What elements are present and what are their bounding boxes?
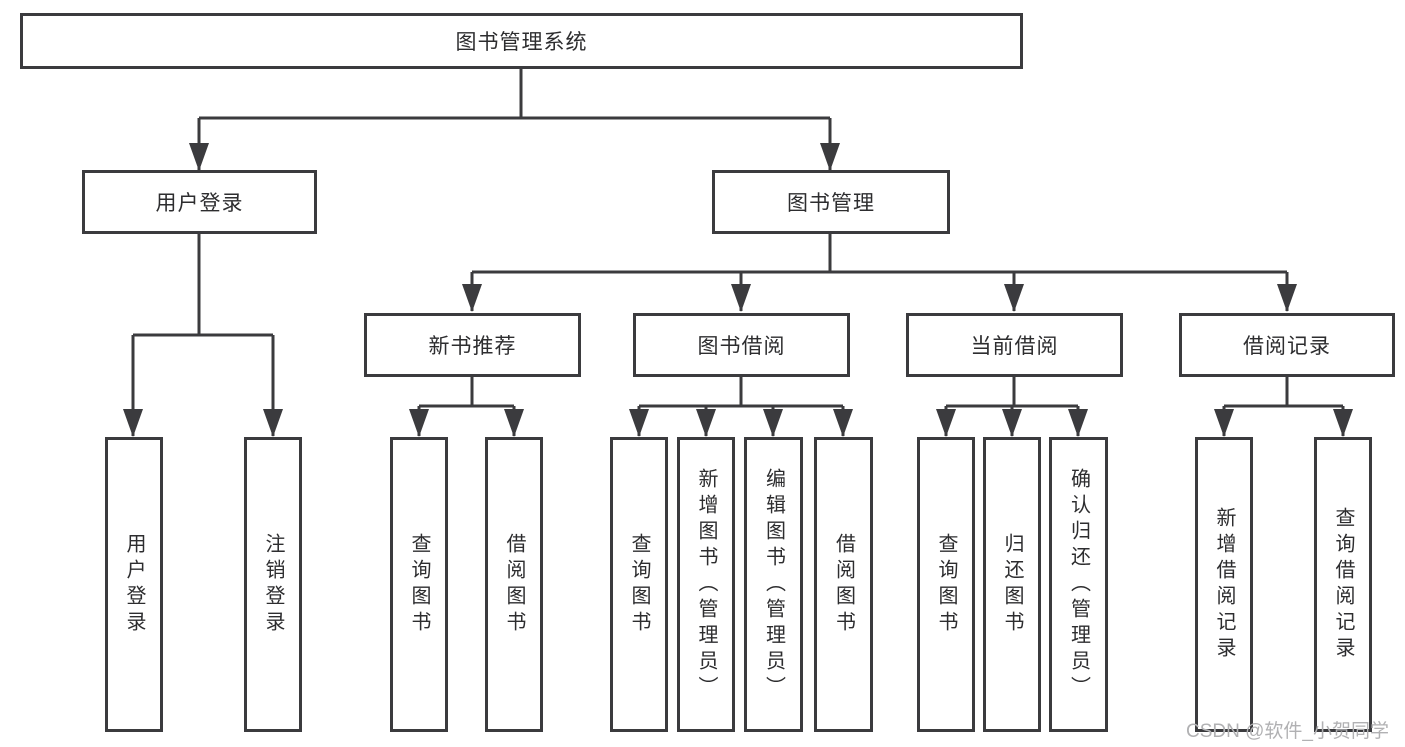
leaf-return-book: 归还图书 xyxy=(983,437,1041,732)
node-user-login: 用户登录 xyxy=(82,170,317,234)
node-label: 用户登录 xyxy=(123,532,145,637)
leaf-query-books: 查询图书 xyxy=(610,437,668,732)
node-label: 借阅记录 xyxy=(1243,335,1331,358)
node-new-book-recommendation: 新书推荐 xyxy=(364,313,581,377)
leaf-user-login: 用户登录 xyxy=(105,437,163,732)
node-label: 查询图书 xyxy=(935,532,957,637)
arrowhead xyxy=(263,409,283,437)
node-current-borrowing: 当前借阅 xyxy=(906,313,1123,377)
node-label: 新增借阅记录 xyxy=(1213,506,1235,663)
node-label: 用户登录 xyxy=(155,192,244,215)
leaf-query-borrow-record: 查询借阅记录 xyxy=(1314,437,1372,732)
node-book-management: 图书管理 xyxy=(712,170,950,234)
arrowhead xyxy=(731,284,751,312)
arrowhead xyxy=(409,409,429,437)
node-book-borrowing: 图书借阅 xyxy=(633,313,850,377)
arrowhead xyxy=(123,409,143,437)
node-label: 新增图书（管理员） xyxy=(695,467,717,702)
arrowhead xyxy=(696,409,716,437)
node-label: 注销登录 xyxy=(262,532,284,637)
leaf-borrow-books: 借阅图书 xyxy=(814,437,873,732)
node-label: 编辑图书（管理员） xyxy=(762,467,785,702)
node-label: 图书管理 xyxy=(787,192,875,215)
node-label: 查询图书 xyxy=(628,532,650,637)
arrowhead xyxy=(1277,284,1297,312)
arrowhead xyxy=(462,284,482,312)
leaf-borrow-books: 借阅图书 xyxy=(485,437,543,732)
node-library-management-system: 图书管理系统 xyxy=(20,13,1023,69)
arrowhead xyxy=(504,409,524,437)
csdn-watermark: CSDN @软件_小贺同学 xyxy=(1186,721,1389,742)
arrowhead xyxy=(1002,409,1022,437)
node-label: 图书借阅 xyxy=(697,335,786,358)
arrowhead xyxy=(833,409,853,437)
leaf-logout: 注销登录 xyxy=(244,437,302,732)
leaf-query-books: 查询图书 xyxy=(390,437,448,732)
leaf-query-books: 查询图书 xyxy=(917,437,975,732)
node-label: 查询借阅记录 xyxy=(1332,506,1354,663)
leaf-confirm-return-admin: 确认归还（管理员） xyxy=(1049,437,1108,732)
node-label: 当前借阅 xyxy=(970,335,1059,358)
node-borrowing-records: 借阅记录 xyxy=(1179,313,1395,377)
arrowhead xyxy=(1068,409,1088,437)
arrowhead xyxy=(820,143,840,171)
arrowhead xyxy=(763,409,783,437)
arrowhead xyxy=(1333,409,1353,437)
node-label: 归还图书 xyxy=(1001,532,1023,637)
node-label: 查询图书 xyxy=(408,532,430,637)
arrowhead xyxy=(1214,409,1234,437)
leaf-add-borrow-record: 新增借阅记录 xyxy=(1195,437,1253,732)
arrowhead xyxy=(936,409,956,437)
node-label: 新书推荐 xyxy=(428,335,517,358)
arrowhead xyxy=(189,143,209,171)
leaf-add-book-admin: 新增图书（管理员） xyxy=(677,437,735,732)
node-label: 确认归还（管理员） xyxy=(1067,467,1090,702)
arrowhead xyxy=(1004,284,1024,312)
leaf-edit-book-admin: 编辑图书（管理员） xyxy=(744,437,803,732)
arrowhead xyxy=(629,409,649,437)
node-label: 借阅图书 xyxy=(832,532,855,637)
node-label: 图书管理系统 xyxy=(455,31,588,54)
node-label: 借阅图书 xyxy=(503,532,525,637)
